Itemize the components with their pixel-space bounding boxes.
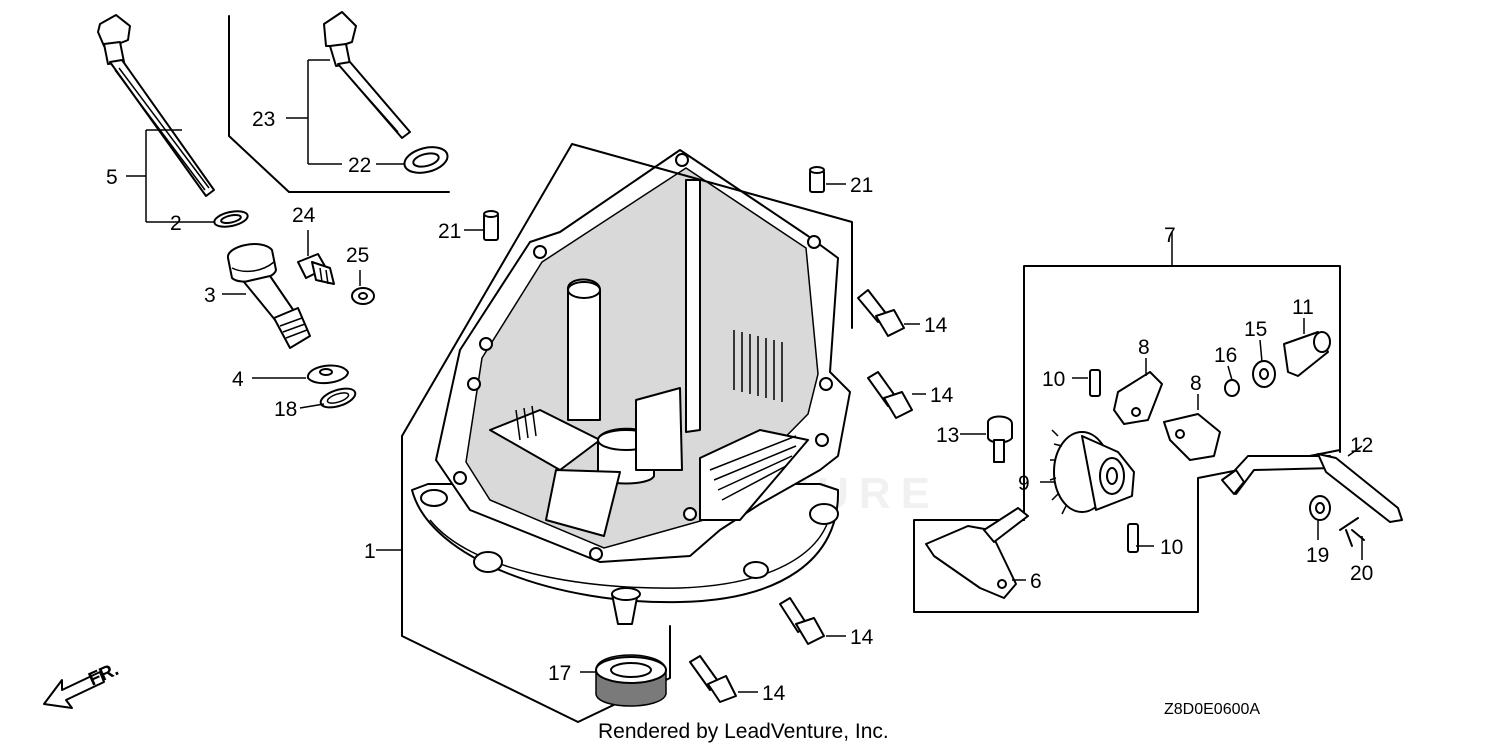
governor-arm [1221,453,1403,523]
dowel-pin-left [483,210,499,241]
callout-10-upper: 10 [1042,368,1065,391]
callout-labels: 5 2 3 4 18 24 25 23 22 21 21 14 14 14 14… [106,108,1373,705]
governor-weight-a [1113,371,1163,425]
callout-22: 22 [348,154,371,177]
callout-11: 11 [1292,296,1314,319]
callout-4: 4 [232,368,244,391]
o-ring [319,387,357,409]
drain-bolt [297,253,335,285]
callout-24: 24 [292,204,316,227]
governor-shaft-holder [925,507,1029,599]
dipstick-seal [403,146,449,174]
governor-pin-lower [1127,523,1139,553]
callout-21-left: 21 [438,220,461,243]
flange-bolt-a [857,289,905,337]
callout-23: 23 [252,108,275,131]
reference-code: Z8D0E0600A [1164,701,1260,718]
callout-7: 7 [1164,224,1176,247]
callout-14-d: 14 [762,682,786,705]
callout-9: 9 [1018,472,1030,495]
callout-14-a: 14 [924,314,948,337]
callout-25: 25 [346,244,369,267]
crankcase-bracket [401,143,853,551]
option-bracket [228,15,450,193]
governor-pin-upper [1089,369,1101,397]
callout-21-right: 21 [850,174,873,197]
governor-washer-15 [1252,360,1276,388]
front-direction-indicator: FR. [43,659,122,709]
callout-20: 20 [1350,562,1373,585]
callout-12: 12 [1350,434,1373,457]
callout-5: 5 [106,166,118,189]
callout-16: 16 [1214,344,1237,367]
dowel-pin-right [809,166,825,193]
dipstick-assembly [97,14,249,228]
callout-15: 15 [1244,318,1267,341]
callout-13: 13 [936,424,959,447]
dipstick-long [323,11,411,139]
arm-washer [1309,495,1331,521]
crankcase-cover [411,149,851,625]
callout-14-c: 14 [850,626,874,649]
flange-bolt-c [779,597,825,645]
callout-1: 1 [364,540,376,563]
callout-14-b: 14 [930,384,954,407]
flange-bolt-b [867,371,913,419]
drain-washer [351,287,375,305]
callout-19: 19 [1306,544,1329,567]
oil-filler-neck [227,243,311,349]
callout-8-b: 8 [1190,372,1202,395]
callout-10-lower: 10 [1160,536,1183,559]
arm-clip [1339,517,1365,547]
callout-3: 3 [204,284,216,307]
callout-2: 2 [170,212,182,235]
leader-lines [126,59,1363,693]
governor-gear [1049,429,1135,515]
governor-slider [1283,331,1331,377]
oil-seal [595,654,667,707]
callout-6: 6 [1030,570,1042,593]
callout-17: 17 [548,662,571,685]
governor-weight-b [1163,413,1221,461]
credit-line: Rendered by LeadVenture, Inc. [598,720,889,743]
governor-washer-16 [1224,379,1240,397]
clip-ring [307,364,349,385]
front-label: FR. [85,659,122,691]
callout-8-a: 8 [1138,336,1150,359]
callout-18: 18 [274,398,297,421]
governor-bolt [987,415,1013,463]
front-arrow-icon [43,671,105,709]
flange-bolt-d [689,655,737,703]
